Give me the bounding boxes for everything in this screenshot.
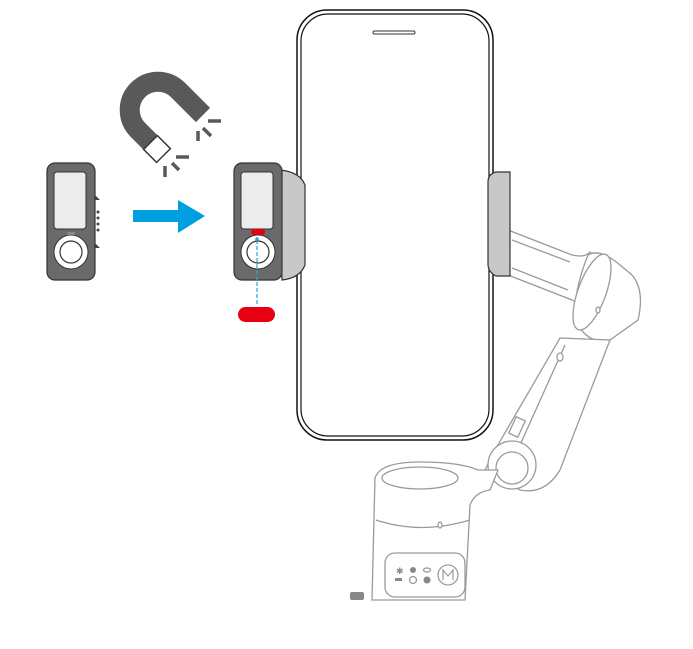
phone-speaker (372, 30, 416, 35)
magnetic-signal-lines (163, 119, 221, 177)
indicator-light (251, 229, 265, 235)
svg-text:✱: ✱ (396, 566, 404, 576)
smartphone (296, 9, 494, 441)
gimbal: ✱ (350, 229, 642, 601)
arrow-right-icon (133, 200, 205, 233)
clamp-pad-left (279, 169, 306, 281)
gimbal-control-panel (384, 552, 466, 598)
clamp-pad-right (487, 171, 511, 277)
magnet-icon (119, 71, 221, 177)
light-module-attached (233, 162, 283, 322)
gimbal-m-button[interactable] (437, 564, 459, 586)
indicator-light-callout (238, 307, 275, 322)
light-module-before (46, 162, 100, 281)
